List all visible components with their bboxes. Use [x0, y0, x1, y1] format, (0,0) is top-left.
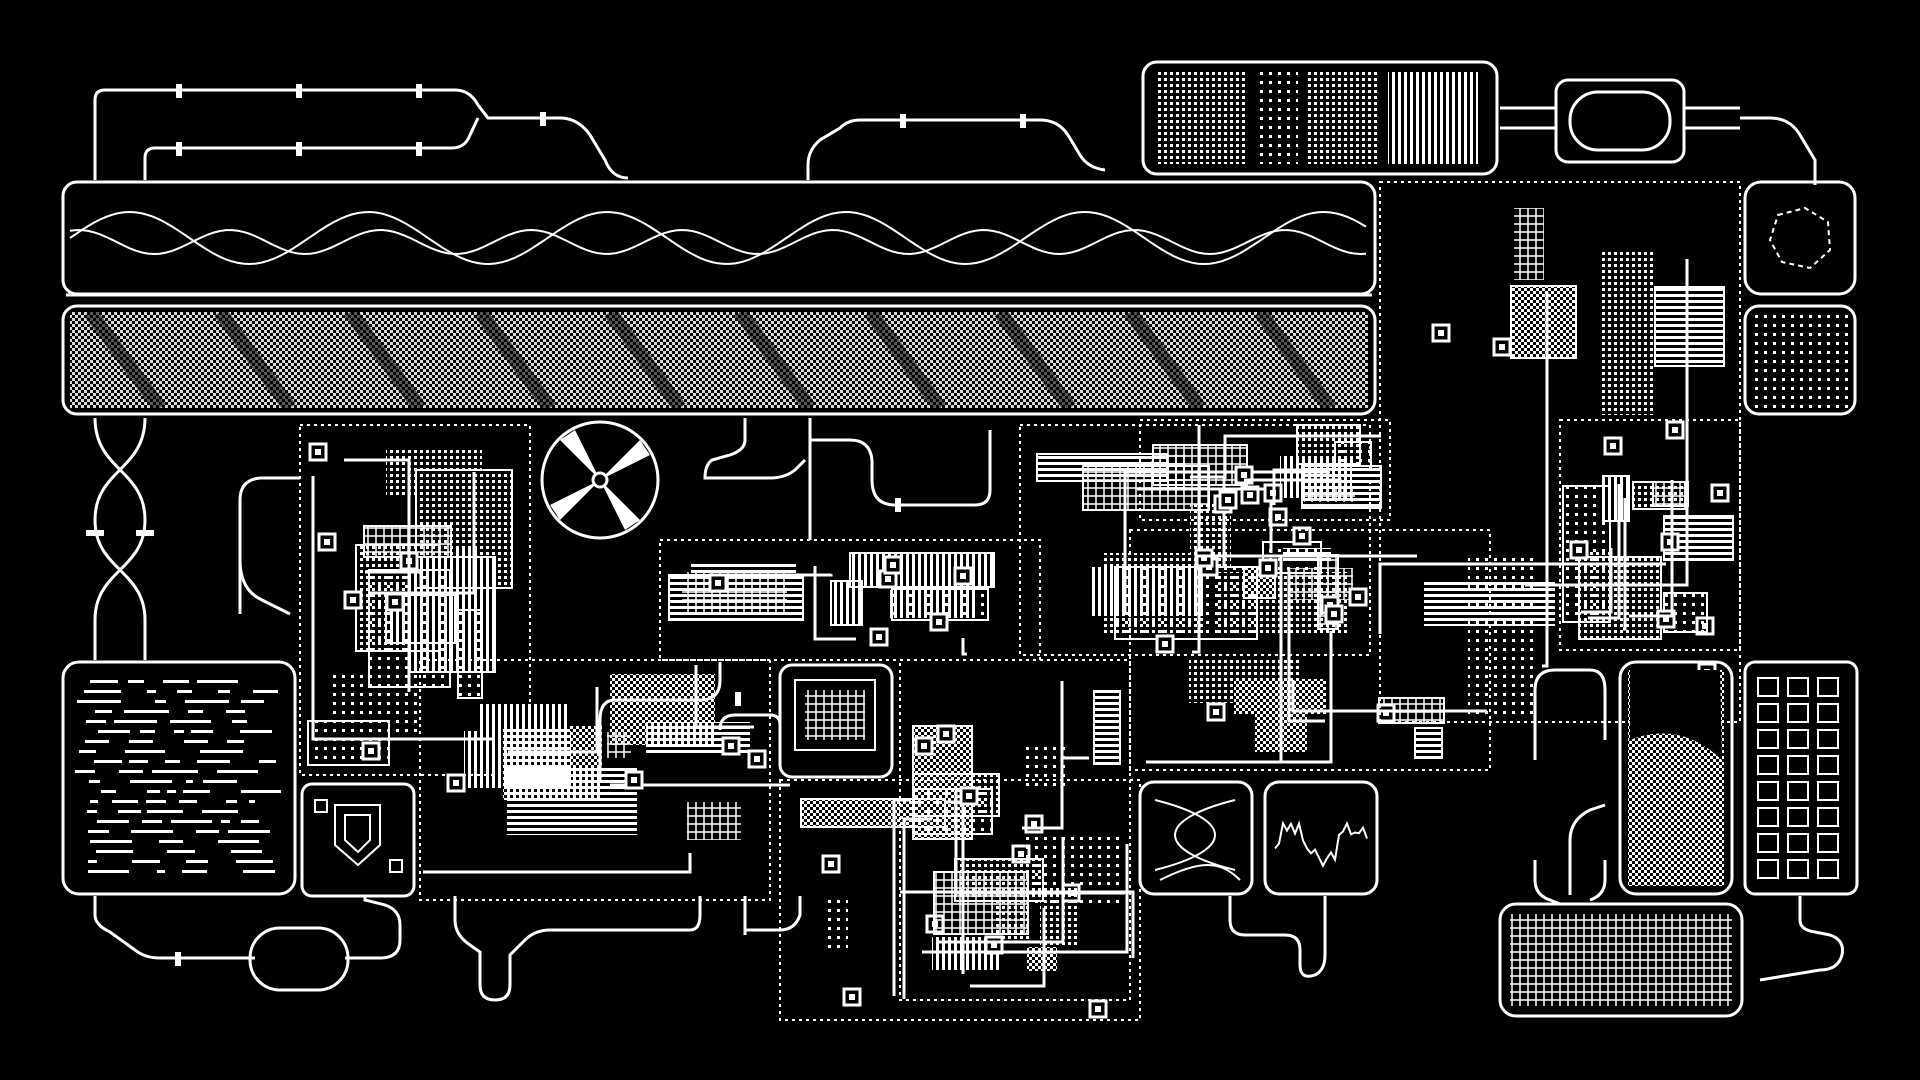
top-display-bank: [1141, 60, 1499, 176]
oscilloscope-icon: [1263, 780, 1379, 896]
fan-icon: [540, 420, 660, 540]
right-cell-array: [1743, 660, 1859, 896]
bottom-right-grille: [1498, 860, 1744, 1018]
sine-wave-icon: [61, 180, 1377, 297]
lissajous-icon: [1138, 780, 1254, 896]
textured-band: [61, 304, 1377, 416]
bottom-pipe-group: [93, 895, 1844, 1002]
top-pipe-group: [93, 84, 1106, 180]
control-module-middle: [778, 663, 894, 779]
shield-module: [300, 782, 416, 898]
capsule-icon: [1500, 78, 1817, 185]
circuit-board-region: [299, 181, 1741, 1021]
left-data-panel: [61, 660, 297, 896]
twisted-cable-left: [86, 417, 154, 660]
right-cylinder-tank: [1533, 660, 1734, 896]
right-tower-panels: [1743, 180, 1857, 416]
